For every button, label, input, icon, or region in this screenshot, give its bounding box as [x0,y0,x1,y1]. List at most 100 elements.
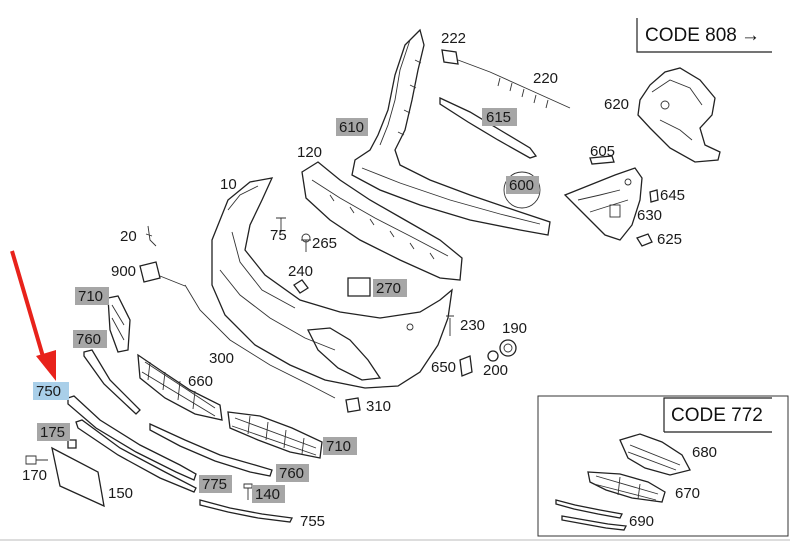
part-label-270: 270 [373,279,407,297]
trim-strip-760-right [149,422,273,477]
svg-text:710: 710 [326,438,351,455]
svg-text:140: 140 [255,486,280,503]
trim-strip-755 [199,499,293,523]
part-label-750: 750 [33,382,69,400]
svg-text:265: 265 [312,235,337,252]
clip-605 [589,155,615,165]
bracket-620 [637,67,721,163]
part-label-680: 680 [692,444,717,461]
part-label-240: 240 [288,263,313,280]
svg-text:775: 775 [202,476,227,493]
clip-240 [293,279,309,294]
strip-615 [439,96,538,159]
part-label-140: 140 [252,485,285,503]
svg-text:630: 630 [637,207,662,224]
svg-text:150: 150 [108,485,133,502]
svg-text:222: 222 [441,30,466,47]
part-label-690: 690 [629,513,654,530]
strip-690-a [555,499,623,519]
trim-strip-760-left [83,349,141,415]
part-label-710-right: 710 [323,437,357,455]
part-label-755: 755 [300,513,325,530]
side-grille-710-left [107,295,131,353]
part-label-170: 170 [22,467,47,484]
trim-strip-750 [67,395,197,481]
svg-text:610: 610 [339,119,364,136]
part-label-610: 610 [336,118,368,136]
part-label-625: 625 [657,231,682,248]
part-label-10: 10 [220,176,237,193]
svg-text:120: 120 [297,144,322,161]
code-808-arrow-icon: → [741,25,760,46]
center-grille-660 [137,353,223,421]
bolt-140 [243,483,253,500]
code-772-label: CODE 772 [671,405,763,426]
part-label-190: 190 [502,320,527,337]
part-label-20: 20 [120,228,137,245]
part-labels: 222 220 620 610 615 605 120 600 [22,30,717,530]
svg-text:680: 680 [692,444,717,461]
side-bracket-630 [563,167,643,241]
clip-222 [441,49,571,109]
side-grille-710-right [227,411,323,459]
svg-text:755: 755 [300,513,325,530]
clip-900 [139,261,186,287]
svg-text:10: 10 [220,176,237,193]
part-label-900: 900 [111,263,136,280]
clip-310 [345,397,361,413]
code-772-inset: CODE 772 [537,395,789,537]
svg-text:190: 190 [502,320,527,337]
svg-text:750: 750 [36,383,61,400]
svg-text:690: 690 [629,513,654,530]
svg-text:620: 620 [604,96,629,113]
svg-text:660: 660 [188,373,213,390]
sensor-270 [347,277,371,297]
svg-text:760: 760 [76,331,101,348]
part-label-222: 222 [441,30,466,47]
svg-text:650: 650 [431,359,456,376]
part-label-775: 775 [199,475,232,493]
part-label-760-left: 760 [73,330,107,348]
svg-text:220: 220 [533,70,558,87]
sensor-190 [499,339,517,357]
svg-text:600: 600 [509,177,534,194]
grille-670 [587,471,666,503]
part-label-660: 660 [188,373,213,390]
svg-text:20: 20 [120,228,137,245]
svg-text:670: 670 [675,485,700,502]
screw-265 [301,233,311,252]
part-label-615: 615 [482,108,517,126]
bumper-cover-10 [211,177,453,389]
bracket-650 [459,355,473,377]
hook-20 [145,225,157,247]
absorber-120 [301,161,463,281]
strip-690-b [561,515,627,531]
part-label-300: 300 [209,350,234,367]
part-label-760-right: 760 [276,464,309,482]
part-label-220: 220 [533,70,558,87]
part-label-650: 650 [431,359,456,376]
svg-text:760: 760 [279,465,304,482]
part-label-310: 310 [366,398,391,415]
svg-text:230: 230 [460,317,485,334]
bolt-175 [67,439,77,449]
part-label-645: 645 [660,187,685,204]
svg-text:615: 615 [486,109,511,126]
part-label-120: 120 [297,144,322,161]
trim-strip-775 [75,419,197,493]
bolt-75 [276,217,286,232]
svg-text:240: 240 [288,263,313,280]
wire-300 [184,284,336,399]
license-plate-150 [51,446,105,508]
svg-text:645: 645 [660,187,685,204]
svg-text:710: 710 [78,288,103,305]
part-label-710-left: 710 [75,287,109,305]
part-label-620: 620 [604,96,629,113]
part-label-230: 230 [460,317,485,334]
part-label-175: 175 [37,423,70,441]
part-label-600: 600 [506,176,539,194]
part-label-150: 150 [108,485,133,502]
part-label-605: 605 [590,143,615,160]
ring-200 [487,350,499,362]
